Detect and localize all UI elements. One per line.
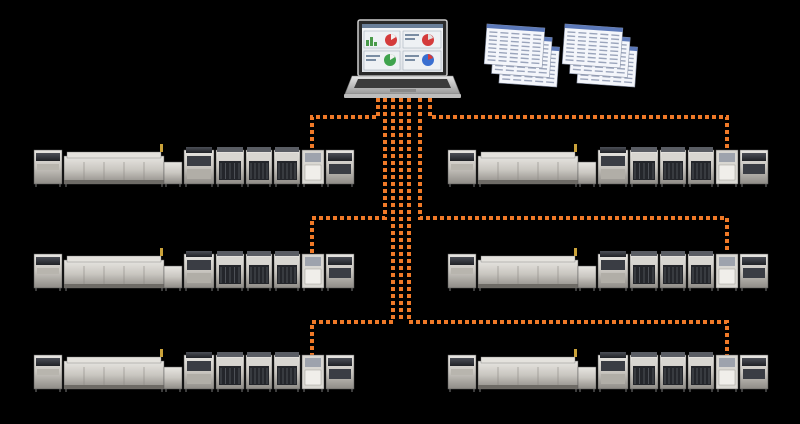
loader-module xyxy=(33,354,63,392)
loader-module xyxy=(33,253,63,291)
mounter-module xyxy=(245,251,273,291)
mounter-module xyxy=(629,352,659,392)
inspection-module xyxy=(715,354,739,392)
oven-module xyxy=(63,356,165,392)
printer-module xyxy=(183,147,215,187)
loader-module xyxy=(447,253,477,291)
mounter-module xyxy=(215,352,245,392)
production-line-6[interactable] xyxy=(447,349,769,392)
production-line-1[interactable] xyxy=(33,144,355,187)
unloader-module xyxy=(325,149,355,187)
loader-module xyxy=(447,149,477,187)
printer-module xyxy=(597,147,629,187)
production-line-2[interactable] xyxy=(33,248,355,291)
oven-module xyxy=(63,151,165,187)
conveyor-module xyxy=(163,161,183,187)
mounter-module xyxy=(273,352,301,392)
connector-line-6 xyxy=(407,98,729,358)
network-connectors xyxy=(310,98,729,358)
oven-module xyxy=(63,255,165,291)
production-line-4[interactable] xyxy=(447,144,769,187)
inspection-module xyxy=(715,253,739,291)
oven-module xyxy=(477,151,579,187)
inspection-module xyxy=(715,149,739,187)
oven-module xyxy=(477,255,579,291)
mounter-module xyxy=(629,147,659,187)
mounter-module xyxy=(215,251,245,291)
unloader-module xyxy=(739,354,769,392)
mounter-module xyxy=(687,147,715,187)
conveyor-module xyxy=(577,265,597,291)
mounter-module xyxy=(659,251,687,291)
production-line-3[interactable] xyxy=(33,349,355,392)
conveyor-module xyxy=(577,366,597,392)
dashboard-widgets xyxy=(363,30,442,71)
conveyor-module xyxy=(577,161,597,187)
host-laptop[interactable] xyxy=(344,19,461,98)
mounter-module xyxy=(273,251,301,291)
mounter-module xyxy=(659,147,687,187)
report-sheets xyxy=(483,23,638,88)
connector-line-2 xyxy=(310,98,387,253)
mounter-module xyxy=(629,251,659,291)
inspection-module xyxy=(301,354,325,392)
conveyor-module xyxy=(163,265,183,291)
mounter-module xyxy=(659,352,687,392)
production-lines xyxy=(33,144,769,392)
unloader-module xyxy=(325,354,355,392)
printer-module xyxy=(597,352,629,392)
unloader-module xyxy=(739,149,769,187)
mounter-module xyxy=(245,147,273,187)
oven-module xyxy=(477,356,579,392)
conveyor-module xyxy=(163,366,183,392)
printer-module xyxy=(183,352,215,392)
report-sheet xyxy=(561,23,624,69)
production-line-5[interactable] xyxy=(447,248,769,291)
connector-line-3 xyxy=(310,98,395,358)
mounter-module xyxy=(215,147,245,187)
connector-line-5 xyxy=(418,98,729,253)
connector-line-1 xyxy=(310,98,380,153)
mounter-module xyxy=(273,147,301,187)
unloader-module xyxy=(739,253,769,291)
report-sheet xyxy=(483,23,546,69)
printer-module xyxy=(183,251,215,291)
report-stack xyxy=(561,23,638,88)
connector-line-4 xyxy=(428,98,729,153)
mounter-module xyxy=(687,352,715,392)
inspection-module xyxy=(301,253,325,291)
printer-module xyxy=(597,251,629,291)
report-stack xyxy=(483,23,560,88)
loader-module xyxy=(33,149,63,187)
mounter-module xyxy=(687,251,715,291)
inspection-module xyxy=(301,149,325,187)
loader-module xyxy=(447,354,477,392)
unloader-module xyxy=(325,253,355,291)
mounter-module xyxy=(245,352,273,392)
